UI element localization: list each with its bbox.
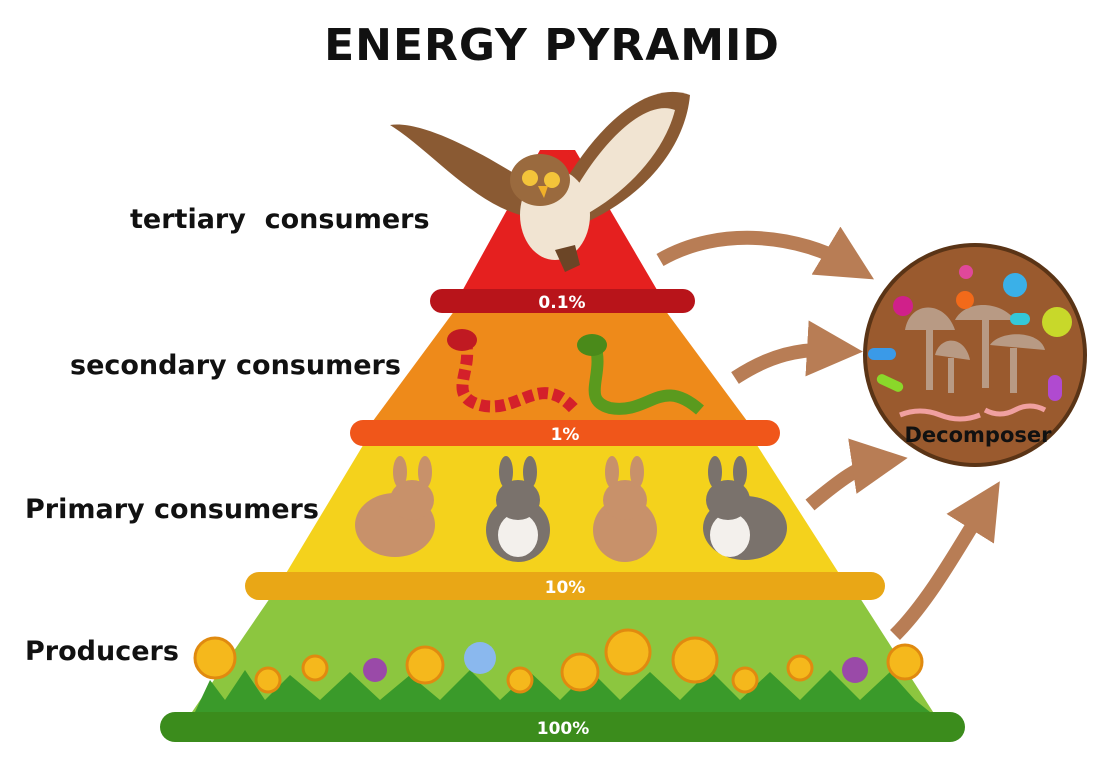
primary-percent: 10% (545, 578, 586, 598)
rabbit-icon (593, 456, 657, 562)
primary-label: Primary consumers (25, 494, 319, 525)
grass (195, 670, 930, 712)
producers-band (160, 712, 965, 742)
secondary-label: secondary consumers (70, 350, 401, 381)
decomposer-label: Decomposer (905, 423, 1053, 447)
rabbit-icon (486, 456, 550, 562)
rabbit-icon (703, 456, 787, 560)
rabbit-icon (355, 456, 435, 557)
owl-icon (390, 91, 690, 272)
primary-band (245, 572, 885, 600)
producers-label: Producers (25, 636, 179, 667)
arrow-secondary-to-decomposer (731, 320, 863, 384)
flowers-icon (193, 628, 924, 694)
diagram-title: ENERGY PYRAMID (324, 20, 780, 71)
secondary-band (350, 420, 780, 446)
microbes-icon (868, 265, 1072, 422)
tertiary-band (430, 289, 695, 313)
decomposer-circle: Decomposer (863, 243, 1087, 467)
tertiary-label: tertiary consumers (130, 204, 430, 235)
snake-icon (447, 329, 580, 415)
energy-flow-arrows (656, 226, 1000, 640)
arrow-primary-to-decomposer (805, 438, 908, 511)
arrow-tertiary-to-decomposer (656, 226, 875, 280)
purple-flowers-icon (363, 642, 868, 683)
producers-percent: 100% (537, 719, 590, 739)
snake-icon (577, 334, 704, 415)
tertiary-percent: 0.1% (538, 293, 585, 313)
secondary-percent: 1% (551, 425, 580, 445)
mushroom-icon (905, 305, 1045, 393)
arrow-producers-to-decomposer (890, 481, 1000, 640)
